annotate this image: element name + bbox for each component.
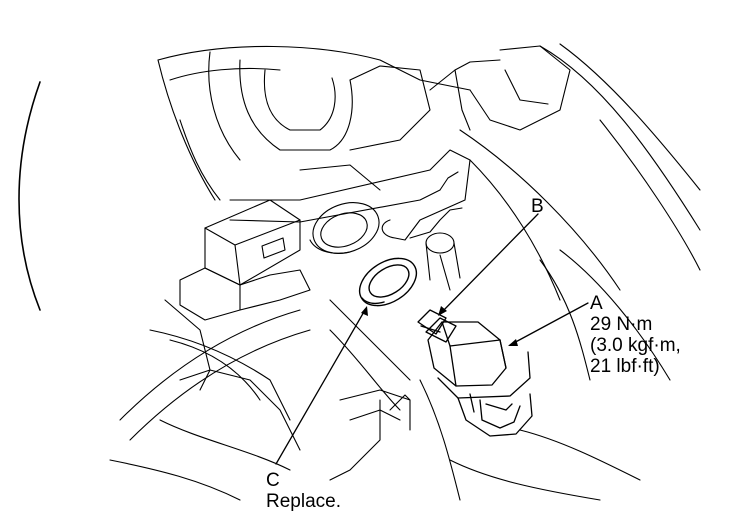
callout-c-letter: C [266, 470, 280, 491]
callout-c-label: C Replace. [266, 470, 341, 512]
callout-b-letter: B [531, 196, 544, 217]
electrical-connector [179, 199, 311, 321]
sealing-washer [358, 257, 418, 307]
torque-lbf-feet: 21 lbf·ft) [590, 356, 660, 377]
leader-lines [275, 213, 589, 465]
callout-a-letter: A [590, 293, 603, 314]
pressure-sensor [417, 309, 533, 437]
arrowhead-a [508, 339, 518, 346]
torque-newton-meters: 29 N·m [590, 314, 653, 335]
torque-kgf-meters: (3.0 kgf·m, [590, 335, 681, 356]
mounting-bore [309, 202, 380, 254]
replace-note: Replace. [266, 491, 341, 512]
arrowhead-b [438, 306, 447, 316]
callout-b-label: B [531, 196, 544, 217]
arrowhead-c [361, 306, 368, 316]
lower-hoses [109, 249, 671, 501]
outer-housing-arc [18, 81, 41, 311]
engine-block-outline [157, 43, 701, 301]
mounting-bracket [229, 149, 471, 241]
callout-a-label: A 29 N·m (3.0 kgf·m, 21 lbf·ft) [590, 293, 681, 377]
sensor-boss [425, 232, 461, 291]
